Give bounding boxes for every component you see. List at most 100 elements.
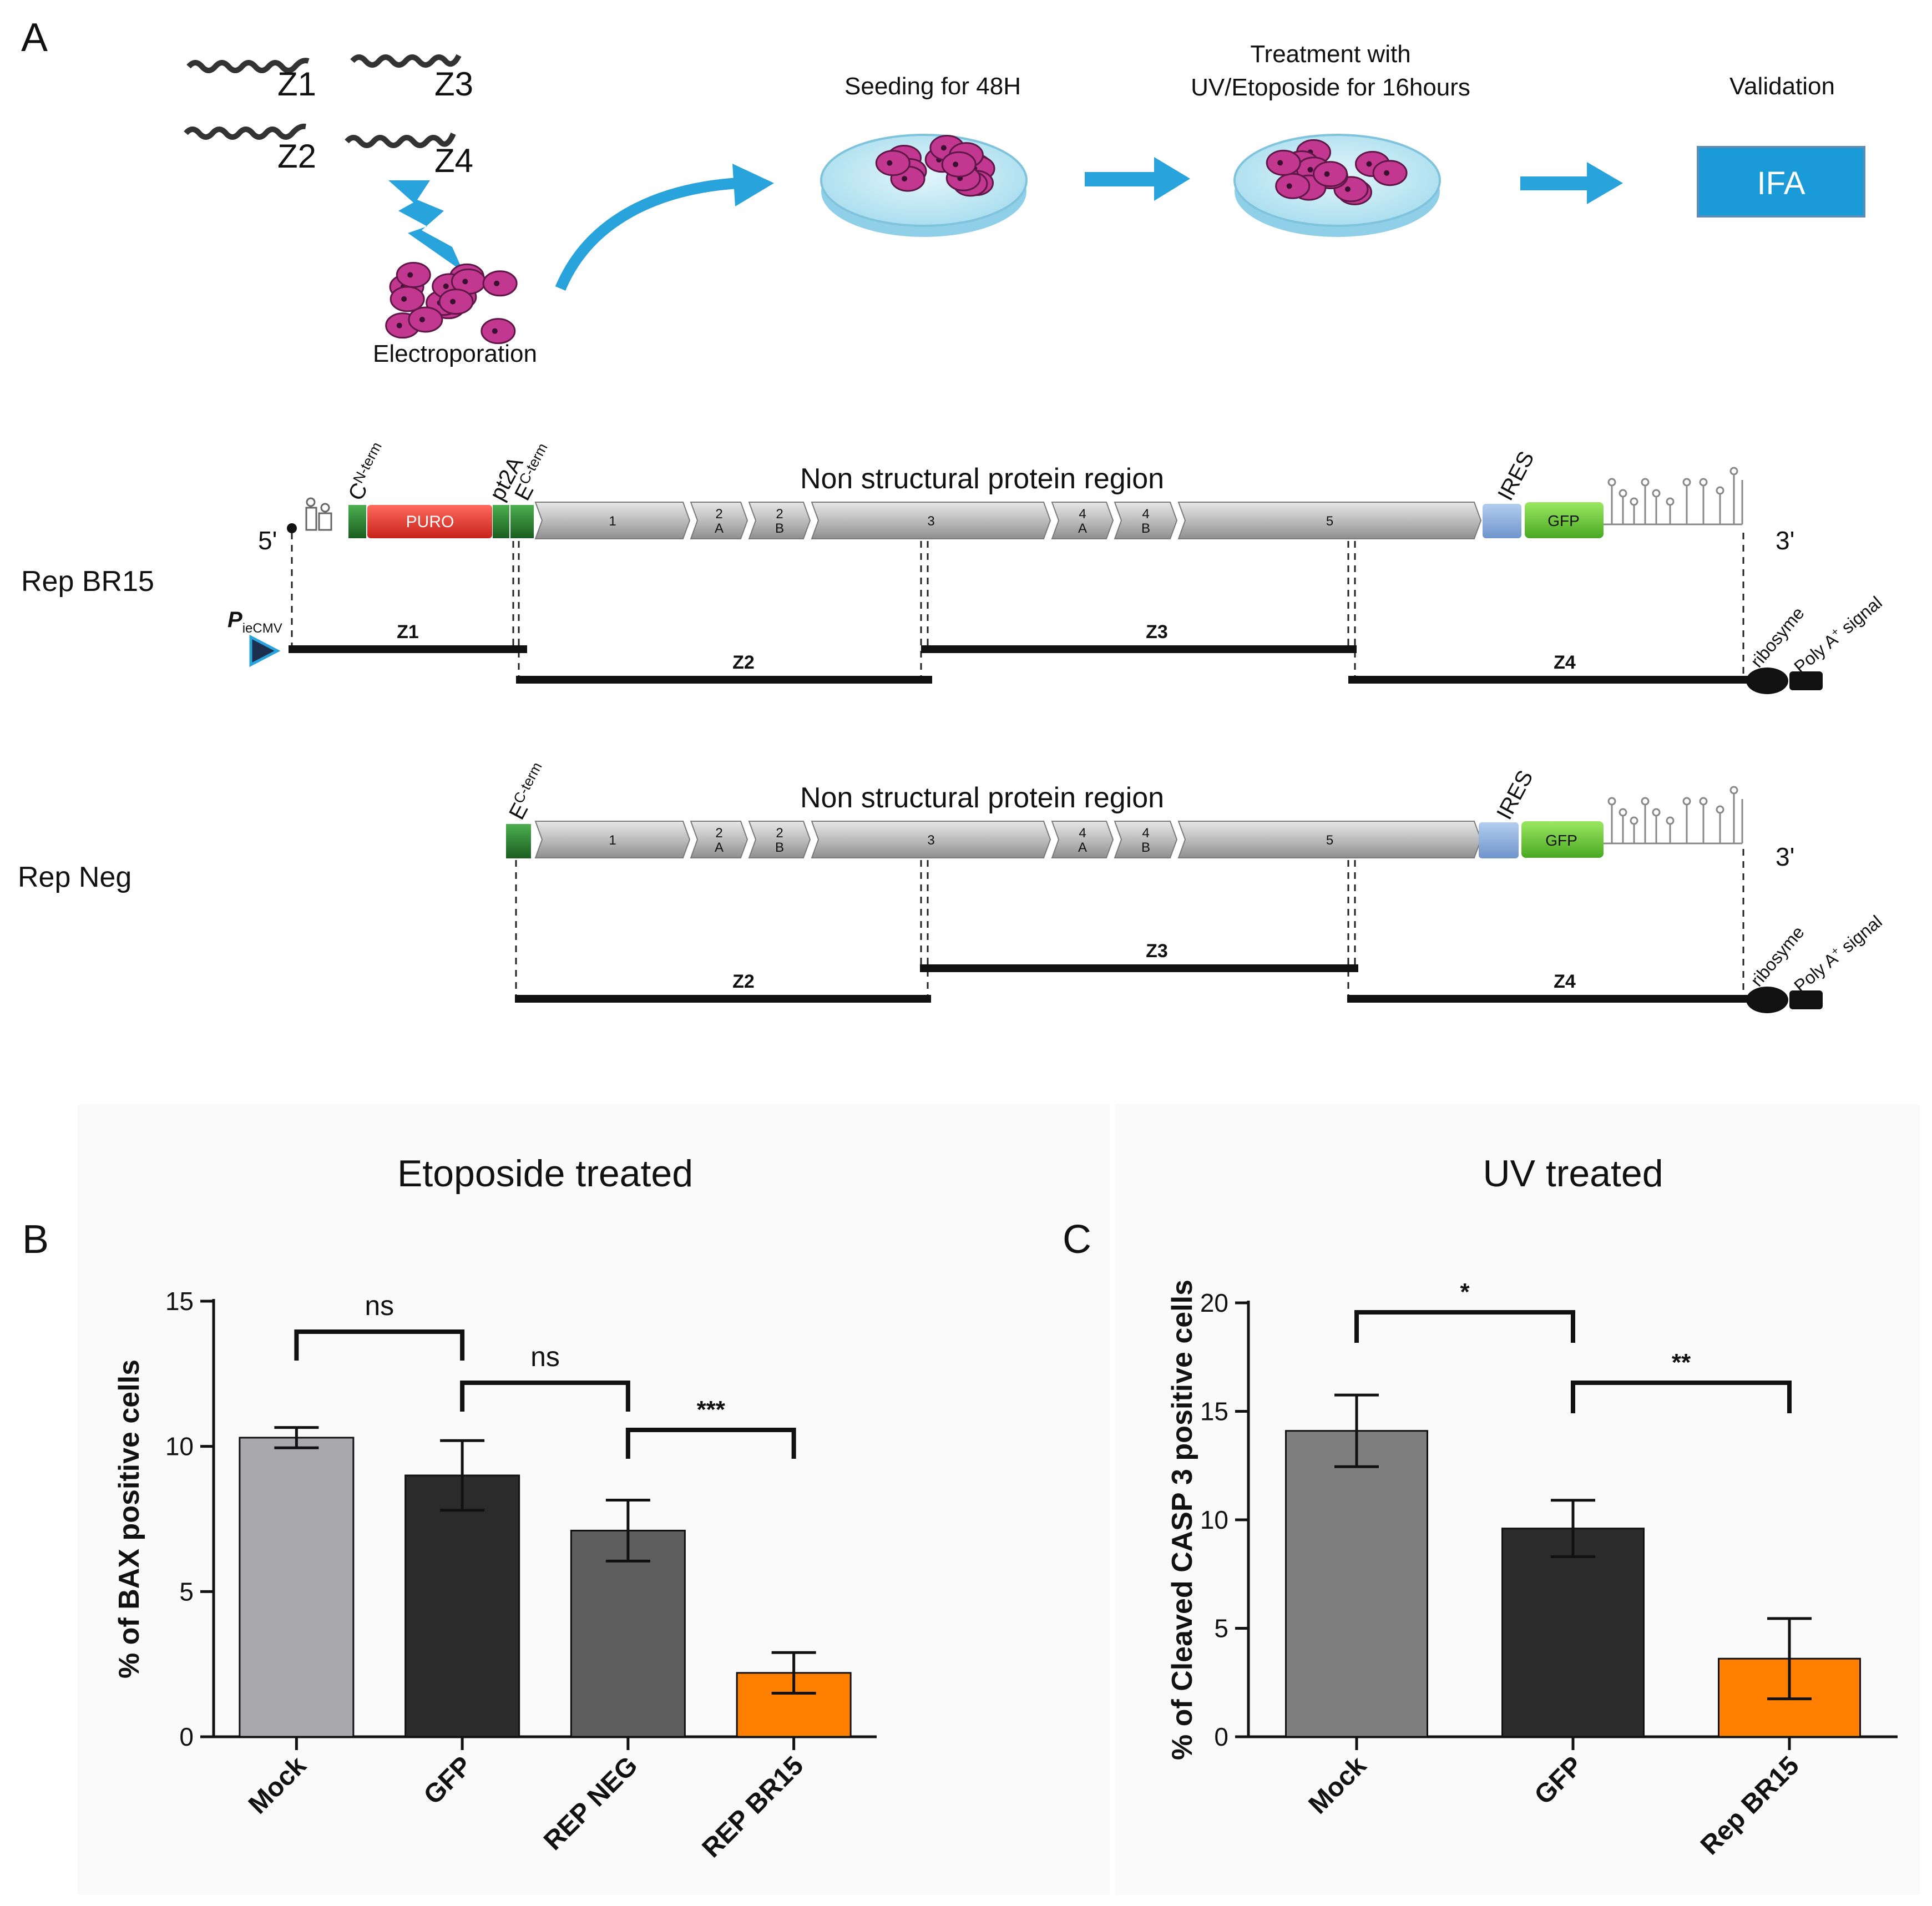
fragment-label-z4: Z4 [434, 142, 473, 179]
error-bar [1334, 1393, 1379, 1468]
fragment-bar-label-z4-neg: Z4 [1554, 971, 1576, 992]
segment-label: 4 [1142, 826, 1149, 841]
five-prime-stemloop-icon [287, 497, 332, 533]
segment-label: 2 [715, 826, 722, 841]
error-bar [605, 1498, 650, 1563]
dna-fragment-z1 [186, 58, 310, 73]
chart-title: UV treated [1483, 1152, 1663, 1195]
three-prime-label-br15: 3' [1776, 526, 1794, 555]
region-title-neg: Non structural protein region [800, 782, 1164, 814]
fragment-boundaries-neg [515, 849, 1744, 999]
step-treatment-label-2: UV/Etoposide for 16hours [1191, 74, 1470, 101]
fragment-bar-label-z4: Z4 [1554, 652, 1576, 673]
segment-label: 4 [1142, 507, 1149, 522]
chart-title: Etoposide treated [397, 1152, 693, 1195]
y-tick-label: 0 [1214, 1722, 1228, 1751]
gfp-label-neg: GFP [1545, 832, 1577, 849]
cell-icon [1372, 160, 1408, 186]
ires-label: IRES [1493, 447, 1539, 504]
y-tick-label: 15 [1200, 1397, 1228, 1426]
e-cterm-block-neg [506, 824, 531, 858]
cell-icon [390, 286, 425, 312]
e-cterm-label-neg: EC-term [503, 759, 553, 823]
fragment-bar-z1 [289, 645, 527, 653]
segment-label: B [775, 521, 784, 536]
nonstructural-segment: 4B [1114, 821, 1178, 858]
significance-label: * [1460, 1278, 1470, 1306]
c-nterm-label: CN-term [342, 439, 393, 505]
significance-label: ns [530, 1341, 560, 1372]
fragment-bar-label-z3: Z3 [1146, 621, 1168, 643]
segment-label: 5 [1326, 833, 1333, 848]
electroporation-label: Electroporation [373, 340, 537, 367]
ribosyme-icon-neg [1746, 987, 1788, 1013]
cell-icon [1275, 173, 1311, 199]
nonstructural-segment: 1 [534, 821, 691, 858]
c-nterm-block [348, 505, 366, 538]
nonstructural-segment: 3 [811, 502, 1051, 539]
cell-icon [875, 150, 911, 176]
curved-arrow-head [732, 164, 774, 206]
nonstructural-segment: 2B [748, 502, 811, 539]
curved-arrow-icon [555, 178, 739, 291]
step-seeding-label: Seeding for 48H [844, 73, 1021, 100]
significance-label: ns [365, 1290, 394, 1321]
bar [1285, 1430, 1428, 1738]
nonstructural-segment: 4A [1051, 821, 1114, 858]
error-bar [1767, 1617, 1812, 1701]
step-treatment-label-1: Treatment with [1250, 41, 1410, 68]
segment-label: 3 [927, 833, 934, 848]
nonstructural-segment: 5 [1177, 502, 1482, 539]
construct-rep-neg: Rep Neg Non structural protein region 3'… [18, 759, 1886, 1013]
fragment-bar-label-z1: Z1 [397, 621, 419, 643]
region-title-br15: Non structural protein region [800, 463, 1164, 495]
nonstructural-segment: 4B [1114, 502, 1178, 539]
cell-icon [396, 262, 431, 289]
cell-icon [482, 270, 518, 297]
bar [239, 1437, 355, 1738]
three-prime-utr-icon [1604, 467, 1743, 525]
cell-icon [1266, 149, 1301, 176]
cell-icon [1313, 161, 1348, 188]
five-prime-label: 5' [258, 526, 277, 555]
segment-label: B [775, 840, 784, 855]
puro-label: PURO [406, 513, 454, 531]
construct-rep-br15: Rep BR15 Non structural protein region 5… [21, 439, 1886, 694]
significance-bracket: ** [1571, 1349, 1792, 1413]
y-tick-label: 5 [1214, 1614, 1228, 1643]
fragment-bar-z3-neg [920, 964, 1358, 972]
cell-icon [408, 306, 443, 333]
nonstructural-segment: 1 [534, 502, 691, 539]
puro-block [367, 505, 492, 538]
cell-cluster [385, 262, 518, 345]
fragment-bar-label-z3-neg: Z3 [1146, 941, 1168, 962]
step-validation-label: Validation [1729, 73, 1835, 100]
polya-label: Poly A+ signal [1790, 593, 1885, 678]
fragment-bar-z2-neg [515, 995, 931, 1003]
nonstructural-segment: 3 [811, 821, 1051, 858]
pt2a-block [493, 505, 509, 538]
error-bar [440, 1439, 485, 1512]
segment-label: A [1078, 521, 1087, 536]
bar [570, 1529, 686, 1738]
y-tick-label: 20 [1200, 1288, 1228, 1317]
segment-label: 5 [1326, 514, 1333, 529]
nonstructural-segment: 4A [1051, 502, 1114, 539]
promoter-label: PieCMV [227, 608, 282, 636]
polya-icon [1789, 671, 1823, 690]
segment-label: A [1078, 840, 1087, 855]
dna-fragment-z3 [350, 54, 462, 68]
polya-icon-neg [1789, 990, 1823, 1009]
fragment-label-z1: Z1 [277, 65, 316, 103]
error-bar [771, 1651, 816, 1695]
dna-fragment-z4 [345, 132, 456, 148]
bar [1501, 1528, 1645, 1738]
ifa-box [1697, 146, 1865, 218]
segment-label: 1 [609, 833, 616, 848]
gfp-label: GFP [1547, 512, 1580, 529]
lightning-bolt-icon [388, 180, 463, 272]
three-prime-utr-icon-neg [1604, 786, 1743, 845]
arrow-right-icon [1085, 157, 1190, 201]
